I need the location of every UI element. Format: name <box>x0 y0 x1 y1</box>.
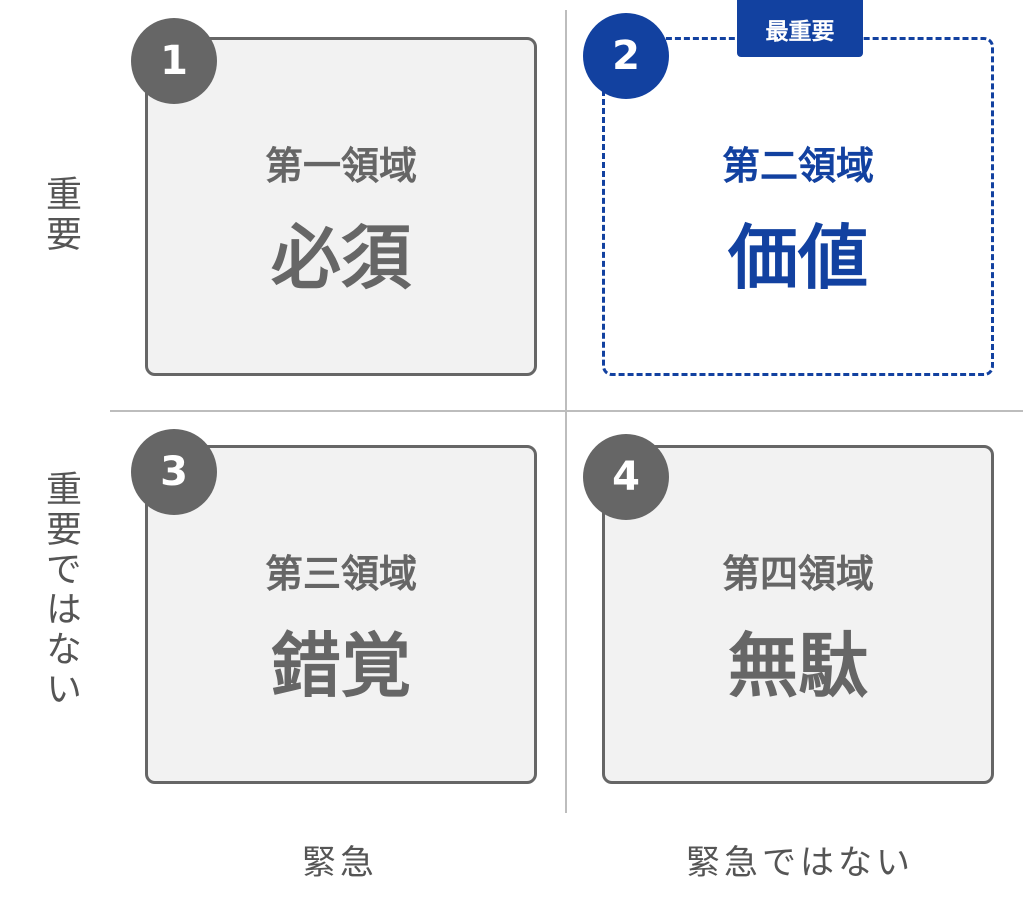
quadrant-area: 第四領域 <box>721 552 874 596</box>
horizontal-divider <box>110 410 1023 412</box>
axis-label-urgent: 緊急 <box>302 843 378 883</box>
number-badge-3: 3 <box>131 429 217 515</box>
quadrant-2: 第二領域 価値 <box>602 37 994 376</box>
number-badge-2: 2 <box>583 13 669 99</box>
axis-label-important: 重要 <box>40 175 81 255</box>
axis-label-not-urgent: 緊急ではない <box>686 843 914 883</box>
quadrant-area: 第一領域 <box>264 144 417 188</box>
number-badge-4: 4 <box>583 434 669 520</box>
most-important-badge: 最重要 <box>737 0 863 57</box>
quadrant-area: 第二領域 <box>721 144 874 188</box>
quadrant-name: 錯覚 <box>271 625 411 707</box>
axis-label-not-important: 重要ではない <box>40 470 81 710</box>
quadrant-name: 必須 <box>271 217 411 299</box>
quadrant-1: 第一領域 必須 <box>145 37 537 376</box>
quadrant-area: 第三領域 <box>264 552 417 596</box>
quadrant-4: 第四領域 無駄 <box>602 445 994 784</box>
number-badge-1: 1 <box>131 18 217 104</box>
quadrant-name: 無駄 <box>728 625 868 707</box>
quadrant-3: 第三領域 錯覚 <box>145 445 537 784</box>
quadrant-name: 価値 <box>728 217 868 299</box>
